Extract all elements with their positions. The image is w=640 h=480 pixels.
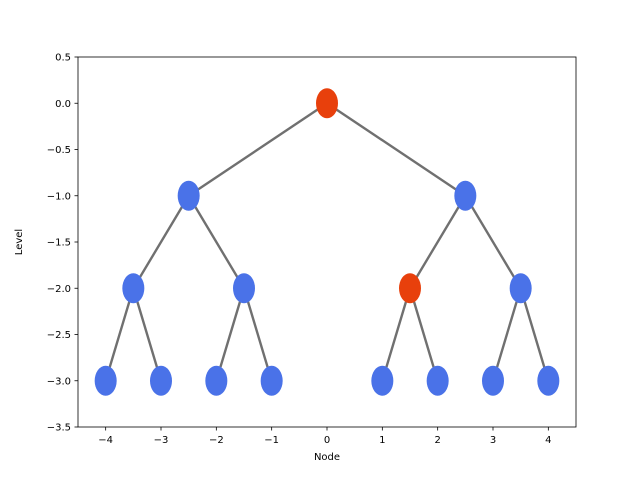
x-tick-label: 3 [490,435,496,446]
tree-edge [187,194,246,290]
tree-node[interactable] [205,365,228,396]
tree-edge [519,287,550,382]
tree-edge [491,287,522,382]
y-axis-ticks: 0.5 0.0 −0.5 −1.0 −1.5 −2.0 −2.5 −3.0 −3.5 [47,53,78,434]
x-tick-label: 4 [545,435,551,446]
y-tick-label: −2.0 [47,284,71,295]
tree-edge [464,194,522,290]
x-tick-label: −2 [209,435,224,446]
tree-node[interactable] [537,365,560,396]
tree-node[interactable] [94,365,117,396]
tree-edge [381,287,412,382]
edges-layer [104,102,550,382]
y-tick-label: −2.5 [47,330,71,341]
tree-node[interactable] [150,365,172,396]
tree-node[interactable] [399,273,421,304]
x-axis-label: Node [314,452,340,463]
tree-node[interactable] [177,180,200,211]
x-tick-label: 0 [324,435,330,446]
axes-layer: −4 −3 −2 −1 0 1 2 3 4 0.5 0.0 −0.5 −1.0 −1.5 −2.0 −2.5… [14,53,577,463]
y-tick-label: 0.0 [55,99,71,110]
tree-node[interactable] [509,273,532,304]
y-tick-label: −1.0 [47,191,71,202]
x-tick-label: −4 [98,435,113,446]
x-tick-label: 2 [434,435,440,446]
y-tick-label: 0.5 [55,53,71,64]
x-axis-ticks: −4 −3 −2 −1 0 1 2 3 4 [98,427,552,446]
x-tick-label: −1 [264,435,279,446]
tree-edge [215,287,246,382]
tree-node[interactable] [454,180,477,211]
tree-edge [242,287,273,382]
tree-edge [132,194,190,290]
tree-edge [132,287,163,382]
tree-node[interactable] [233,273,255,304]
nodes-layer [94,88,560,396]
tree-edge [325,102,467,197]
y-tick-label: −3.5 [47,423,71,434]
tree-node[interactable] [122,273,145,304]
y-tick-label: −1.5 [47,238,71,249]
tree-edge [104,287,135,382]
tree-node[interactable] [260,365,283,396]
tree-node[interactable] [371,365,394,396]
tree-node[interactable] [316,88,338,119]
tree-edge [187,102,329,197]
x-tick-label: 1 [379,435,385,446]
tree-node[interactable] [482,365,504,396]
y-tick-label: −0.5 [47,145,71,156]
x-tick-label: −3 [154,435,169,446]
tree-edge [408,194,467,290]
y-tick-label: −3.0 [47,376,71,387]
tree-node[interactable] [426,365,449,396]
y-axis-label: Level [14,229,25,255]
tree-edge [408,287,439,382]
